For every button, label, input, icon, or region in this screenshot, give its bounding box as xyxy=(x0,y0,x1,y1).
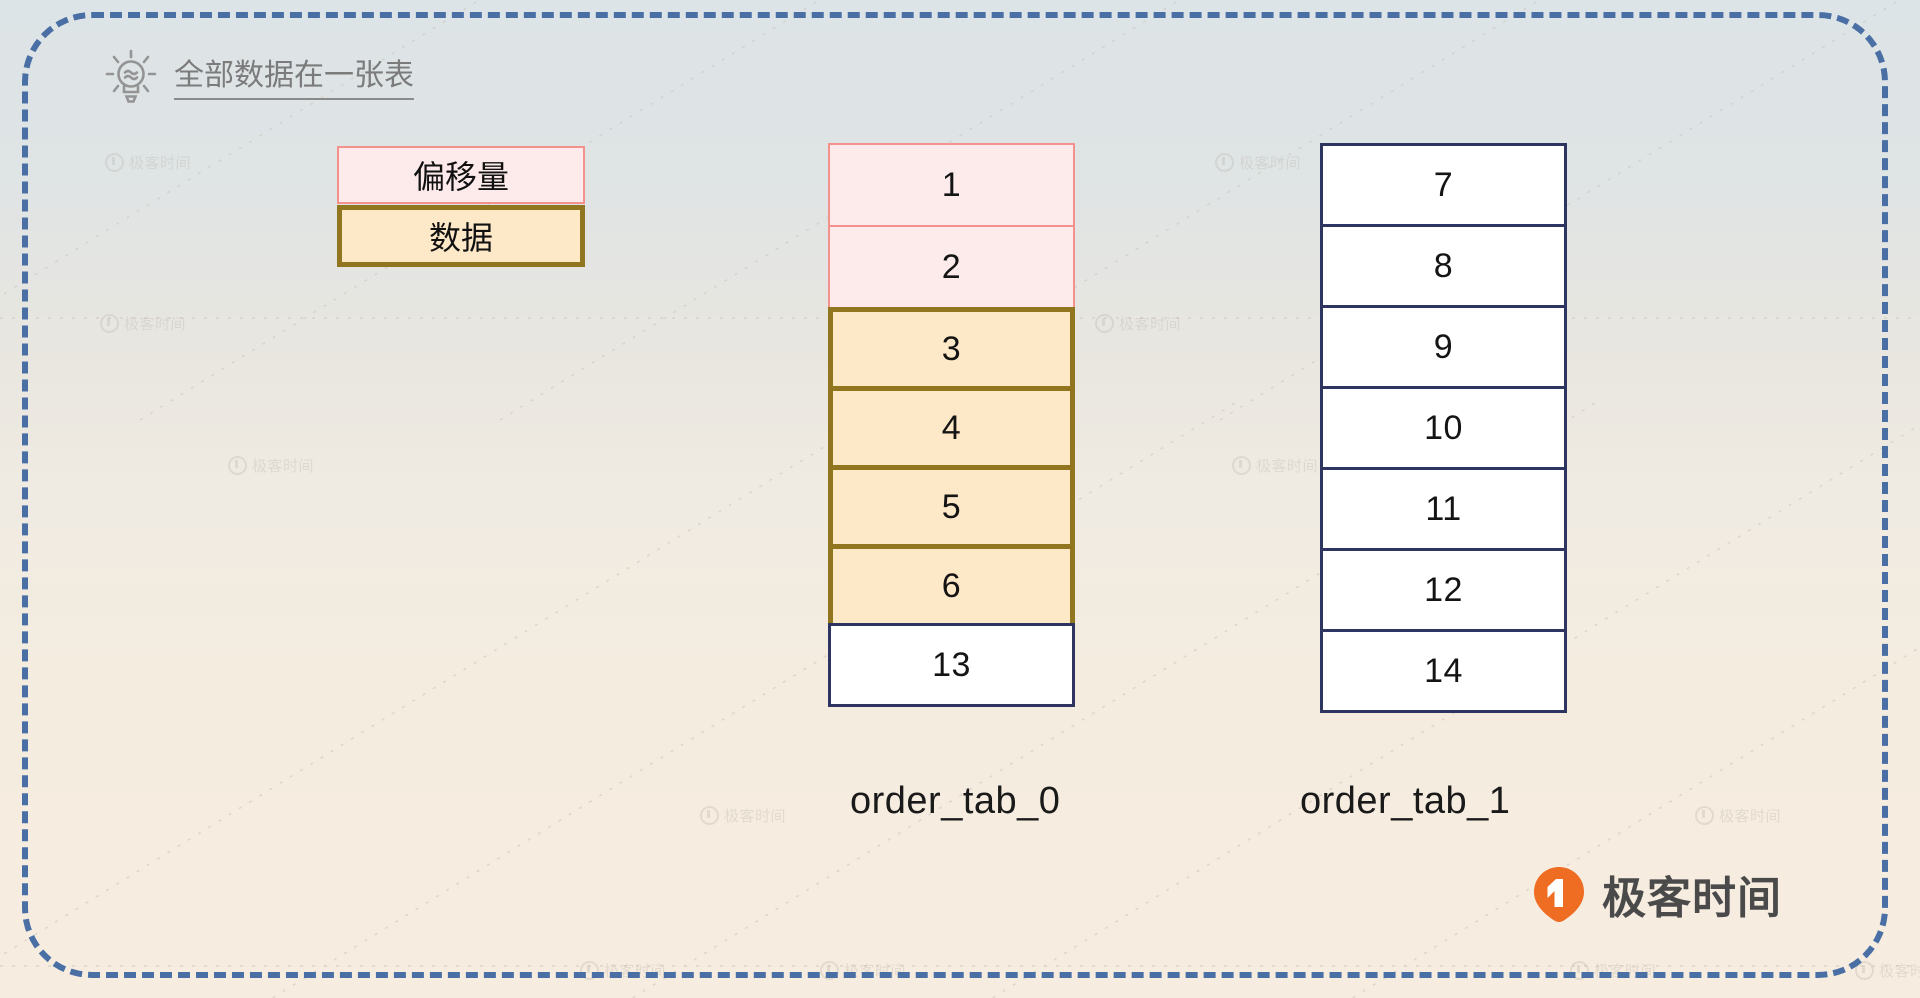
legend-data-box: 数据 xyxy=(337,205,585,267)
watermark-logo-icon xyxy=(1695,806,1714,825)
watermark-text: 极客时间 xyxy=(844,962,907,980)
lightbulb-icon xyxy=(105,49,157,103)
watermark-logo-icon xyxy=(1855,961,1874,980)
watermark: 极客时间 xyxy=(580,960,666,981)
watermark-text: 极客时间 xyxy=(1594,962,1657,980)
watermark: 极客时间 xyxy=(700,805,786,826)
watermark-logo-icon xyxy=(1215,153,1234,172)
brand-logo: 极客时间 xyxy=(1530,862,1782,926)
table-cell: 1 xyxy=(828,143,1075,227)
watermark-logo-icon xyxy=(1232,456,1251,475)
table-cell: 11 xyxy=(1320,467,1567,551)
watermark-text: 极客时间 xyxy=(1879,962,1920,980)
watermark-text: 极客时间 xyxy=(1719,807,1782,825)
page-title: 全部数据在一张表 xyxy=(174,59,414,100)
table-label-order-tab-0: order_tab_0 xyxy=(850,780,1061,822)
watermark-text: 极客时间 xyxy=(129,154,192,172)
table-cell: 14 xyxy=(1320,629,1567,713)
table-cell: 8 xyxy=(1320,224,1567,308)
geektime-logo-icon xyxy=(1534,867,1584,922)
table-label-order-tab-1: order_tab_1 xyxy=(1300,780,1511,822)
watermark-logo-icon xyxy=(1095,314,1114,333)
watermark-text: 极客时间 xyxy=(604,962,667,980)
legend-offset-box: 偏移量 xyxy=(337,146,585,204)
watermark: 极客时间 xyxy=(1695,805,1781,826)
table-cell: 10 xyxy=(1320,386,1567,470)
watermark: 极客时间 xyxy=(228,455,314,476)
watermark: 极客时间 xyxy=(1855,960,1920,981)
brand-name: 极客时间 xyxy=(1602,873,1782,924)
watermark-logo-icon xyxy=(1570,961,1589,980)
title-row: 全部数据在一张表 xyxy=(104,48,414,110)
table-cell: 12 xyxy=(1320,548,1567,632)
table-cell: 5 xyxy=(828,465,1075,549)
watermark-logo-icon xyxy=(100,314,119,333)
watermark-text: 极客时间 xyxy=(1256,457,1319,475)
watermark-text: 极客时间 xyxy=(252,457,315,475)
watermark: 极客时间 xyxy=(1215,152,1301,173)
table-cell: 9 xyxy=(1320,305,1567,389)
watermark-logo-icon xyxy=(580,961,599,980)
watermark: 极客时间 xyxy=(105,152,191,173)
table-cell: 2 xyxy=(828,225,1075,309)
table-cell: 7 xyxy=(1320,143,1567,227)
watermark-logo-icon xyxy=(228,456,247,475)
legend: 偏移量 数据 xyxy=(337,146,585,267)
watermark-text: 极客时间 xyxy=(124,315,187,333)
watermark-text: 极客时间 xyxy=(724,807,787,825)
watermark-text: 极客时间 xyxy=(1119,315,1182,333)
watermark: 极客时间 xyxy=(820,960,906,981)
watermark-text: 极客时间 xyxy=(1239,154,1302,172)
table-cell: 3 xyxy=(828,307,1075,391)
watermark-logo-icon xyxy=(820,961,839,980)
watermark: 极客时间 xyxy=(100,313,186,334)
watermark: 极客时间 xyxy=(1232,455,1318,476)
watermark: 极客时间 xyxy=(1095,313,1181,334)
watermark-logo-icon xyxy=(105,153,124,172)
watermark-logo-icon xyxy=(700,806,719,825)
table-cell: 4 xyxy=(828,386,1075,470)
table-cell: 6 xyxy=(828,544,1075,628)
table-cell: 13 xyxy=(828,623,1075,707)
watermark: 极客时间 xyxy=(1570,960,1656,981)
